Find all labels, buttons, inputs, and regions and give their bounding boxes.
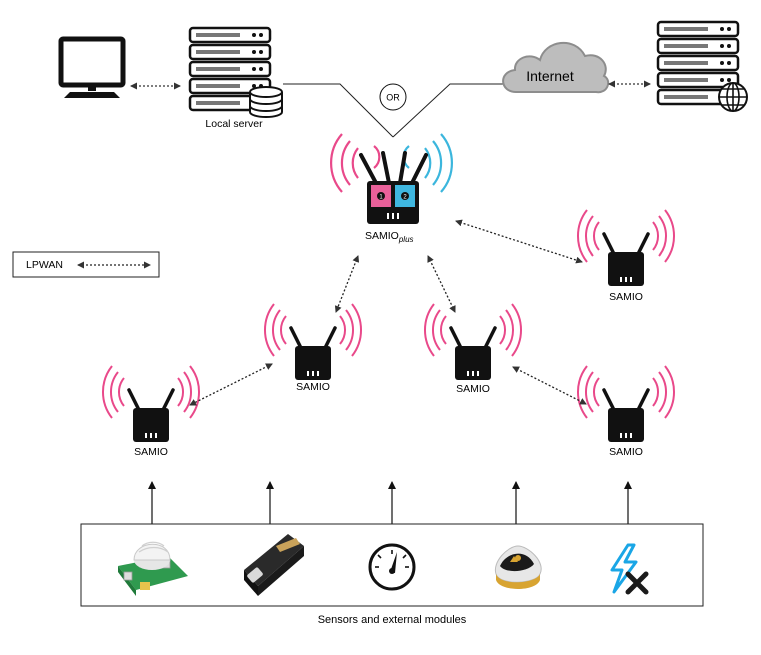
- desktop-monitor-icon: [58, 36, 126, 98]
- lpwan-link: [334, 255, 360, 313]
- local-server-label: Local server: [205, 118, 263, 130]
- samio-plus-gateway-icon: 1 2: [329, 133, 454, 224]
- lpwan-link: [455, 219, 583, 264]
- lpwan-link: [427, 255, 456, 313]
- samio-node-icon: [101, 364, 201, 444]
- power-cut-icon: [610, 543, 649, 595]
- samio-node-icon: [576, 364, 676, 444]
- legend: LPWAN: [12, 251, 160, 278]
- samio-node-icon: [576, 208, 676, 288]
- legend-label: LPWAN: [26, 259, 63, 271]
- samio-node-label: SAMIO: [134, 446, 168, 458]
- connector-module-icon: [244, 534, 304, 596]
- samio-node-label: SAMIO: [609, 446, 643, 458]
- gateway-port-2-label: 2: [403, 195, 407, 201]
- samio-node-icon: [423, 302, 523, 382]
- samio-node-icon: [263, 302, 363, 382]
- samio-plus-label: SAMIOplus: [365, 230, 414, 244]
- samio-node-label: SAMIO: [609, 291, 643, 303]
- triangle-sensor-module-icon: [494, 545, 542, 589]
- lpwan-link: [512, 366, 587, 405]
- server-rack-with-globe-icon: [656, 20, 748, 112]
- lpwan-link: [189, 363, 273, 406]
- pir-motion-sensor-icon: [118, 541, 188, 596]
- gauge-meter-icon: [368, 543, 416, 591]
- gateway-port-1-label: 1: [379, 195, 383, 201]
- samio-node-label: SAMIO: [296, 381, 330, 393]
- internet-gateway-link: [392, 83, 503, 138]
- server-rack-with-database-icon: [188, 26, 283, 118]
- server-gateway-link: [283, 83, 394, 138]
- sensors-caption: Sensors and external modules: [318, 614, 467, 626]
- or-circle: [379, 83, 407, 111]
- or-label: OR: [386, 93, 400, 103]
- internet-label: Internet: [526, 68, 574, 84]
- internet-cloud-icon: [502, 41, 610, 94]
- samio-node-label: SAMIO: [456, 383, 490, 395]
